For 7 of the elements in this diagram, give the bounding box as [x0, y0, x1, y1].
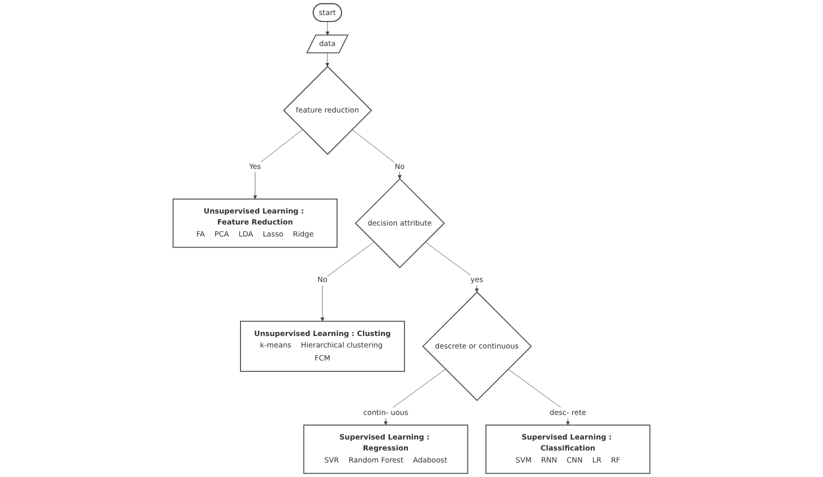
node-box	[172, 198, 338, 248]
node-diamond	[422, 292, 532, 402]
node-diamond	[354, 178, 445, 268]
node-box	[240, 320, 405, 372]
node-box	[303, 424, 468, 474]
node-box	[485, 424, 650, 474]
node-diamond	[283, 66, 372, 155]
